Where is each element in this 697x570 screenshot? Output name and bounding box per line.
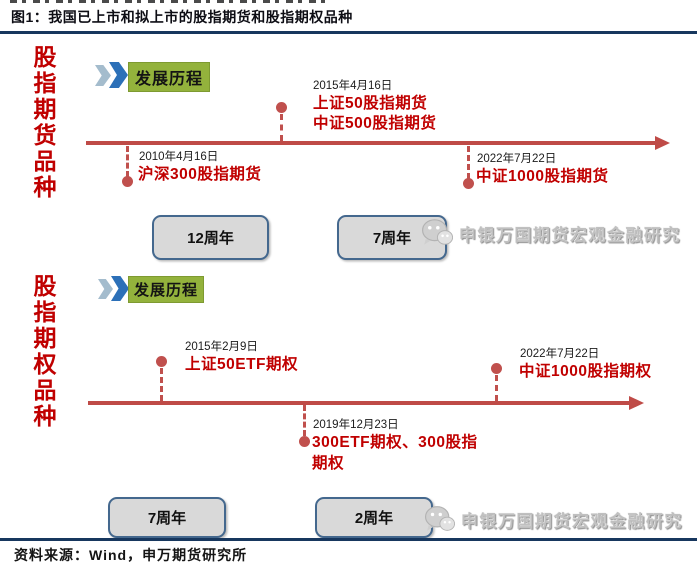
watermark: 申银万国期货宏观金融研究 [421,218,681,248]
event-dot [299,436,310,447]
watermark: 申银万国期货宏观金融研究 [424,505,683,534]
chevron-right-icon [95,65,111,86]
watermark-text: 申银万国期货宏观金融研究 [459,225,681,245]
event-dot [122,176,133,187]
event-dot [491,363,502,374]
event-date: 2015年4月16日 [313,80,393,92]
figure-title: 图1：我国已上市和拟上市的股指期货和股指期权品种 [11,9,353,25]
event-date: 2010年4月16日 [139,151,219,163]
stage-badge-futures: 发展历程 [128,62,210,92]
event-date: 2019年12月23日 [313,419,399,431]
section-futures-label: 股指期货品种 [30,45,56,201]
source-note: 资料来源：Wind，申万期货研究所 [14,547,248,563]
wechat-icon [424,506,455,531]
event-stem [126,146,129,177]
timeline-futures-arrowhead [655,136,670,150]
timeline-options [88,401,631,405]
watermark-text: 申银万国期货宏观金融研究 [461,512,683,531]
event-label: 中证500股指期货 [313,115,437,132]
event-label: 中证1000股指期货 [476,168,609,185]
event-stem [280,114,283,141]
header-rule [0,31,697,34]
event-label: 上证50ETF期权 [185,356,299,373]
timeline-options-arrowhead [629,396,644,410]
anniversary-box: 12周年 [152,215,269,260]
anniversary-box: 7周年 [108,497,226,538]
footer-rule [0,538,697,541]
event-dot [156,356,167,367]
event-label: 上证50股指期货 [313,95,428,112]
event-stem [467,146,470,179]
event-label: 300ETF期权、300股指 [312,434,478,451]
event-date: 2022年7月22日 [520,348,600,360]
timeline-futures [86,141,657,145]
chevron-right-icon [98,279,113,299]
event-label: 中证1000股指期权 [519,363,652,380]
event-date: 2022年7月22日 [477,153,557,165]
chevron-right-icon [111,276,129,301]
wechat-icon [422,219,453,245]
event-label: 沪深300股指期货 [138,166,262,183]
event-dot [463,178,474,189]
event-stem [160,368,163,401]
event-date: 2015年2月9日 [185,341,258,353]
section-options-label: 股指期权品种 [30,274,56,430]
event-stem [303,405,306,436]
cropped-text-fragments [10,0,330,3]
stage-badge-options: 发展历程 [128,276,204,303]
chevron-right-icon [109,62,128,88]
event-stem [495,375,498,401]
event-label: 期权 [312,455,345,472]
anniversary-box: 2周年 [315,497,433,538]
event-dot [276,102,287,113]
